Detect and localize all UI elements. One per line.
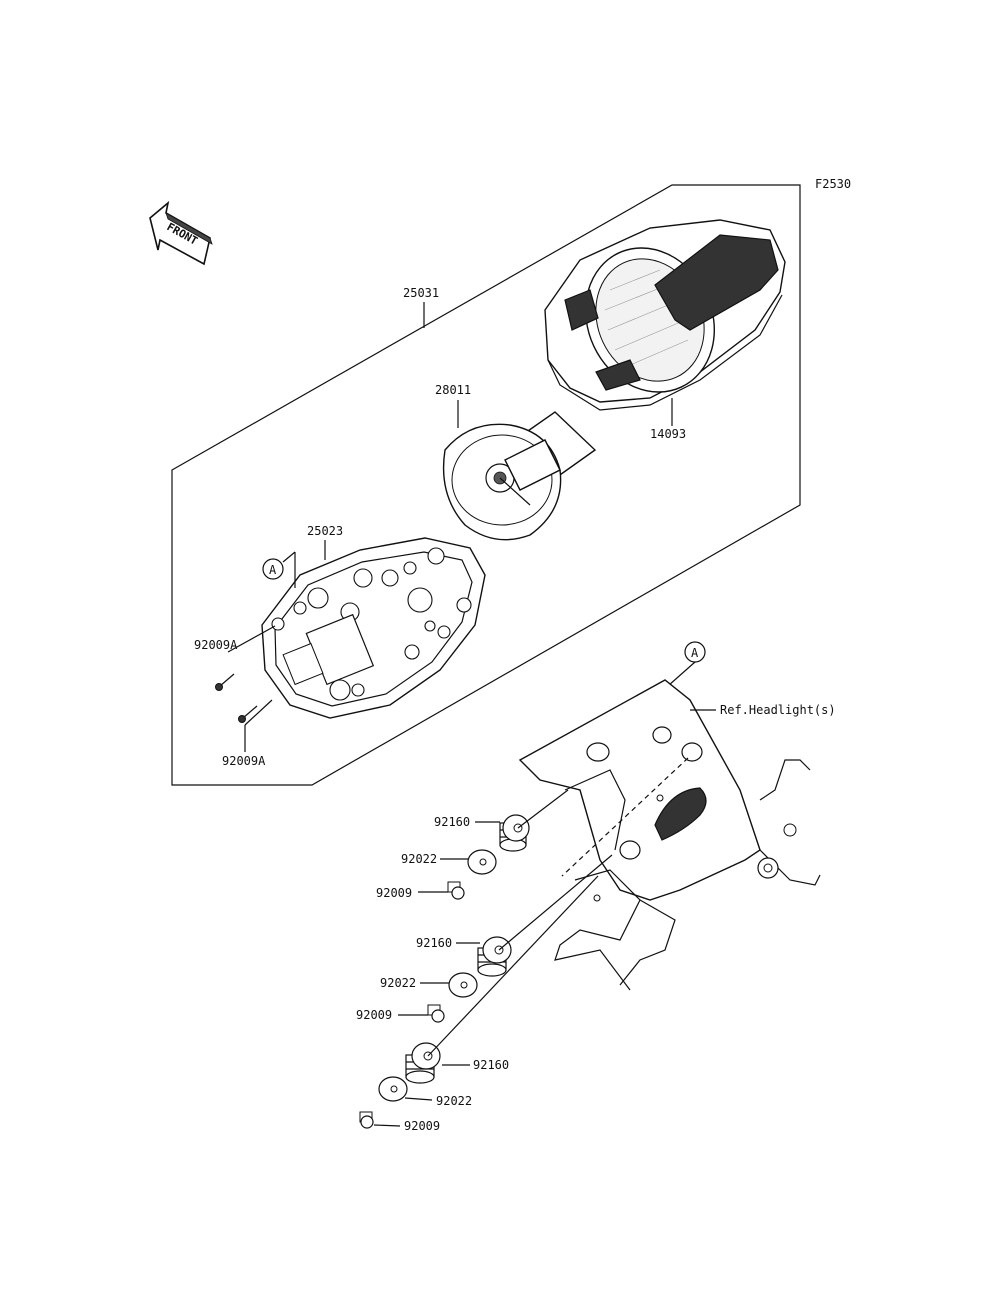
figure-code: F2530 xyxy=(815,177,851,191)
callout-cover-meter: 14093 xyxy=(650,427,686,441)
screw-3 xyxy=(359,1111,374,1129)
damper-1 xyxy=(499,814,530,852)
callout-plate-dial: 28011 xyxy=(435,383,471,397)
meter-cover xyxy=(544,219,786,411)
meter-case xyxy=(261,537,486,719)
callout-washer-1: 92022 xyxy=(401,852,437,866)
screw-2 xyxy=(427,1004,445,1023)
callout-case-meter: 25023 xyxy=(307,524,343,538)
front-arrow-icon: FRONT xyxy=(149,200,213,266)
callout-screw-1: 92009 xyxy=(376,886,412,900)
ref-a-lower: A xyxy=(691,646,699,660)
callout-washer-2: 92022 xyxy=(380,976,416,990)
callout-screw-lower: 92009A xyxy=(222,754,266,768)
damper-2 xyxy=(477,936,512,977)
screw-upper xyxy=(215,673,235,691)
headlight-bracket xyxy=(518,679,821,991)
screw-lower xyxy=(238,705,258,723)
callout-washer-3: 92022 xyxy=(436,1094,472,1108)
callout-damper-3: 92160 xyxy=(473,1058,509,1072)
callout-assembly-meter: 25031 xyxy=(403,286,439,300)
callout-screw-upper: 92009A xyxy=(194,638,238,652)
assembly-outline xyxy=(171,184,801,786)
callout-screw-2: 92009 xyxy=(356,1008,392,1022)
callout-damper-2: 92160 xyxy=(416,936,452,950)
callout-damper-1: 92160 xyxy=(434,815,470,829)
screw-1 xyxy=(447,881,465,900)
ref-a-upper: A xyxy=(269,563,277,577)
callout-screw-3: 92009 xyxy=(404,1119,440,1133)
damper-3 xyxy=(405,1042,441,1084)
reference-headlight: Ref.Headlight(s) xyxy=(720,703,836,717)
dial-plate xyxy=(442,411,597,541)
